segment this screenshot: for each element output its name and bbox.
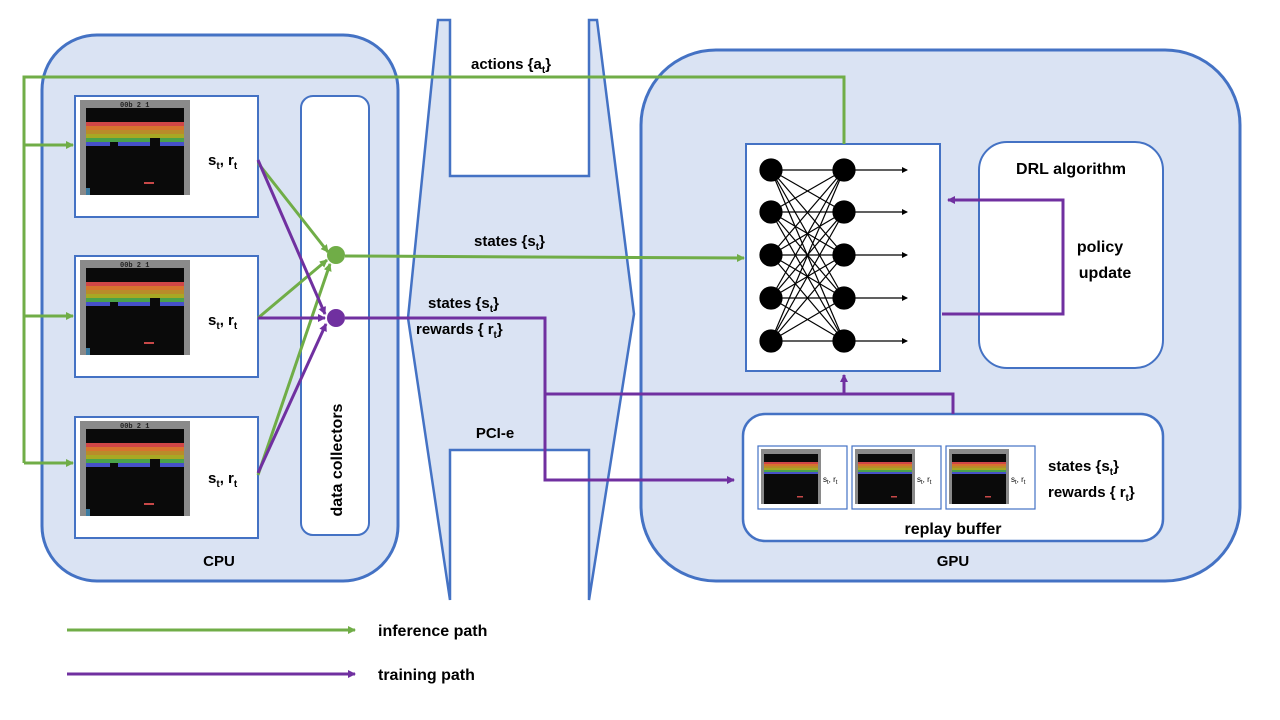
- replay-rewards-label: rewards { rt}: [1048, 484, 1135, 504]
- env-box-1: st, rt: [74, 95, 259, 218]
- drl-algorithm-title: DRL algorithm: [1016, 161, 1126, 178]
- policy-update-line1: policy: [1077, 239, 1123, 256]
- legend-training-label: training path: [378, 667, 475, 684]
- nn-connection: [770, 169, 845, 299]
- gpu-label: GPU: [937, 553, 970, 570]
- atari-frame-icon: [80, 421, 190, 516]
- env-box-2: st, rt: [74, 255, 259, 378]
- replay-buffer-label: replay buffer: [905, 521, 1002, 538]
- policy-update-line2: update: [1079, 265, 1132, 282]
- neural-network-icon: [759, 158, 908, 353]
- pcie-bus: [406, 18, 636, 601]
- inference-collector-node: [327, 246, 345, 264]
- replay-frame-icon: [855, 449, 915, 504]
- pcie-label: PCI-e: [476, 425, 514, 442]
- nn-connection: [770, 211, 845, 342]
- nn-connection: [770, 169, 845, 213]
- cpu-label: CPU: [203, 553, 235, 570]
- training-states-label: states {st}: [428, 295, 499, 315]
- nn-connection: [770, 169, 845, 342]
- neural-network-box: [745, 143, 941, 372]
- env-3-label: st, rt: [208, 470, 238, 490]
- data-collectors-label: data collectors: [329, 403, 346, 516]
- nn-connection: [770, 254, 845, 342]
- replay-thumb-label-3: st, rt: [1011, 475, 1026, 486]
- replay-states-label: states {st}: [1048, 458, 1119, 478]
- training-collector-node: [327, 309, 345, 327]
- env-2-label: st, rt: [208, 312, 238, 332]
- training-path: [256, 159, 1065, 484]
- inference-states-label: states {st}: [474, 233, 545, 253]
- legend: inference path training path: [67, 623, 487, 684]
- nn-connection: [770, 297, 845, 342]
- atari-frame-icon: [80, 100, 190, 195]
- actions-label: actions {at}: [471, 56, 551, 76]
- replay-frame-icon: [761, 449, 821, 504]
- legend-inference-label: inference path: [378, 623, 487, 640]
- training-rewards-label: rewards { rt}: [416, 321, 503, 341]
- env-box-3: st, rt: [74, 416, 259, 539]
- nn-connection: [770, 169, 845, 256]
- replay-frame-icon: [949, 449, 1009, 504]
- replay-thumb-label-2: st, rt: [917, 475, 932, 486]
- atari-frame-icon: [80, 260, 190, 355]
- replay-buffer-box: st, rt st, rt st, rt states {st} rewards…: [741, 412, 1165, 543]
- env-1-label: st, rt: [208, 152, 238, 172]
- replay-thumb-label-1: st, rt: [823, 475, 838, 486]
- inference-path: [22, 75, 846, 476]
